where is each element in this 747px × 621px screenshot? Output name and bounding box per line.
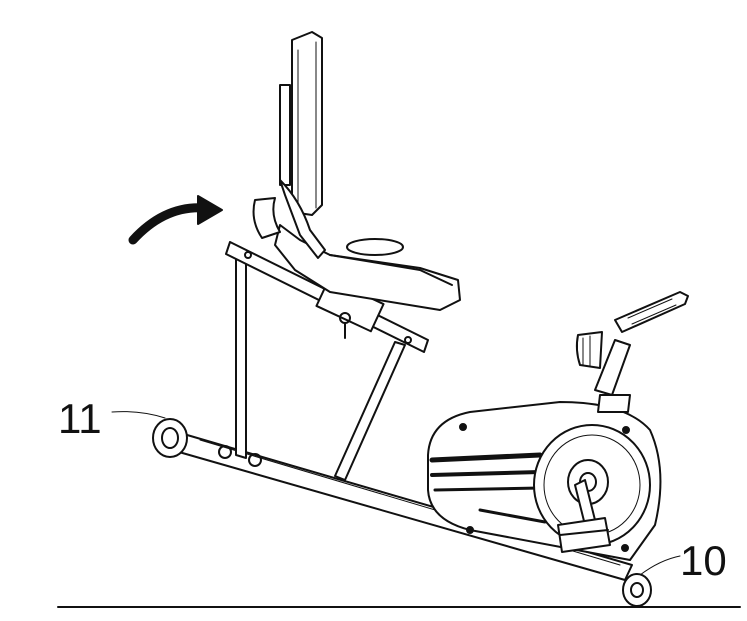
- rotate-arrow-icon: [128, 195, 223, 245]
- flywheel-disc: [533, 424, 651, 546]
- front-wheel: [622, 573, 652, 607]
- console-head: [614, 291, 689, 333]
- pedal-crank: [557, 479, 611, 553]
- callout-label-10: 10: [680, 537, 727, 584]
- seat-back: [252, 31, 326, 259]
- seat-support-frame: [225, 241, 429, 481]
- console-mast: [575, 331, 631, 413]
- callout-label-11: 11: [58, 395, 102, 442]
- rear-wheel: [152, 418, 188, 458]
- callout-leader-10: [639, 555, 681, 576]
- callout-leader-11: [111, 411, 166, 419]
